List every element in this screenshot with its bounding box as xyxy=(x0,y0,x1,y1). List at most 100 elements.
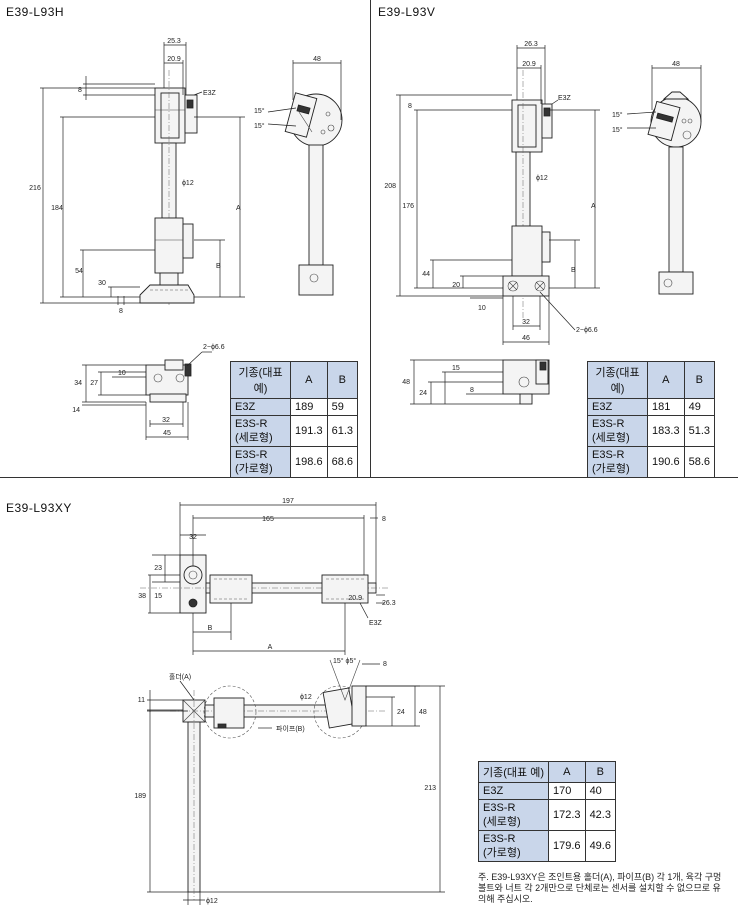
h-dim-20-9: 20.9 xyxy=(167,56,181,63)
table-v-b: 58.6 xyxy=(683,446,716,478)
h-dim-54: 54 xyxy=(75,268,83,275)
xy-dim-15: 15 xyxy=(154,593,162,600)
table-xy-header-model: 기종(대표 예) xyxy=(477,761,550,783)
panel-title-v: E39-L93V xyxy=(378,5,436,19)
xy-dim-165: 165 xyxy=(262,516,274,523)
v-side-angle-b: 15° xyxy=(612,126,623,134)
panel-title-h: E39-L93H xyxy=(6,5,65,19)
h-dim-b: B xyxy=(216,263,221,270)
table-xy-header-b: B xyxy=(584,761,617,783)
table-h-b: 68.6 xyxy=(326,446,359,478)
v-dim-46: 46 xyxy=(522,335,530,342)
h-dim-8-bottom: 8 xyxy=(119,308,123,315)
table-xy-model: E3Z xyxy=(477,782,550,800)
table-v-header-a: A xyxy=(647,361,685,399)
spec-table-h: 기종(대표 예) A B E3Z 189 59 E3S-R (세로형) 191.… xyxy=(229,361,359,478)
h-dim-184: 184 xyxy=(51,205,63,212)
h-plan-dim-32: 32 xyxy=(162,417,170,424)
v-plan-dim-24: 24 xyxy=(419,390,427,397)
table-xy-a: 170 xyxy=(548,782,586,800)
spec-table-v: 기종(대표 예) A B E3Z 181 49 E3S-R (세로형) 183.… xyxy=(586,361,716,478)
h-plan-dim-14: 14 xyxy=(72,407,80,414)
table-v-b: 49 xyxy=(683,398,716,416)
h-plan-dim-27: 27 xyxy=(90,380,98,387)
table-h-b: 59 xyxy=(326,398,359,416)
xy-dim-a: A xyxy=(268,644,273,651)
table-h-b: 61.3 xyxy=(326,415,359,447)
xy-label-holder: 홀더(A) xyxy=(169,672,191,681)
table-h-header-b: B xyxy=(326,361,359,399)
xy-dim-48: 48 xyxy=(419,709,427,716)
table-h-header-model: 기종(대표 예) xyxy=(229,361,292,399)
v-label-hole: 2−ϕ6.6 xyxy=(576,327,598,334)
table-row: E3S-R (가로형) 179.6 49.6 xyxy=(477,830,617,862)
h-side-view xyxy=(267,60,343,296)
panel-divider-vertical xyxy=(370,0,371,477)
xy-label-phi12-bottom: ϕ12 xyxy=(206,898,218,905)
v-front-view xyxy=(396,45,600,345)
xy-top-view xyxy=(140,502,390,655)
table-h-header-a: A xyxy=(290,361,328,399)
xy-dim-b: B xyxy=(208,625,213,632)
v-dim-b: B xyxy=(571,267,576,274)
table-v-a: 190.6 xyxy=(647,446,685,478)
h-side-dim-48: 48 xyxy=(313,56,321,63)
h-plan-hole: 2−ϕ6.6 xyxy=(203,344,225,351)
v-dim-8: 8 xyxy=(408,103,412,110)
xy-front-view xyxy=(147,659,445,905)
xy-dim-24: 24 xyxy=(397,709,405,716)
v-label-phi12: ϕ12 xyxy=(536,175,548,182)
v-dim-176: 176 xyxy=(402,203,414,210)
table-xy-b: 49.6 xyxy=(584,830,617,862)
xy-dim-197: 197 xyxy=(282,498,294,505)
table-h-a: 191.3 xyxy=(290,415,328,447)
table-v-a: 181 xyxy=(647,398,685,416)
h-side-angle-b: 15° xyxy=(254,122,265,130)
table-v-a: 183.3 xyxy=(647,415,685,447)
h-label-phi12: ϕ12 xyxy=(182,180,194,187)
v-plan-view xyxy=(410,359,550,405)
table-xy-model: E3S-R (가로형) xyxy=(477,830,550,862)
table-xy-header-a: A xyxy=(548,761,586,783)
table-row: E3S-R (세로형) 172.3 42.3 xyxy=(477,799,617,831)
xy-dim-189: 189 xyxy=(134,793,146,800)
xy-dim-213: 213 xyxy=(424,785,436,792)
v-dim-26-3: 26.3 xyxy=(524,41,538,48)
table-row: E3Z 181 49 xyxy=(586,398,716,416)
table-xy-b: 42.3 xyxy=(584,799,617,831)
spec-table-xy: 기종(대표 예) A B E3Z 170 40 E3S-R (세로형) 172.… xyxy=(477,761,617,862)
table-h-model: E3S-R (세로형) xyxy=(229,415,292,447)
table-v-model: E3Z xyxy=(586,398,649,416)
table-v-b: 51.3 xyxy=(683,415,716,447)
xy-dim-23: 23 xyxy=(154,565,162,572)
table-xy-model: E3S-R (세로형) xyxy=(477,799,550,831)
v-dim-44: 44 xyxy=(422,271,430,278)
v-side-view xyxy=(626,65,702,295)
v-dim-208: 208 xyxy=(384,183,396,190)
v-label-e3z: E3Z xyxy=(558,95,572,102)
h-front-view xyxy=(40,42,245,305)
table-row: E3Z 189 59 xyxy=(229,398,359,416)
v-plan-dim-15: 15 xyxy=(452,365,460,372)
h-side-angle-a: 15° xyxy=(254,107,265,115)
panel-divider-horizontal xyxy=(0,477,738,478)
v-dim-20-9: 20.9 xyxy=(522,61,536,68)
table-v-model: E3S-R (세로형) xyxy=(586,415,649,447)
v-dim-10: 10 xyxy=(478,305,486,312)
table-h-a: 198.6 xyxy=(290,446,328,478)
v-dim-a: A xyxy=(591,203,596,210)
table-h-model: E3S-R (가로형) xyxy=(229,446,292,478)
xy-dim-26-3: 26.3 xyxy=(382,600,396,607)
v-side-dim-48: 48 xyxy=(672,61,680,68)
v-plan-dim-8: 8 xyxy=(470,387,474,394)
xy-label-phi12: ϕ12 xyxy=(300,694,312,701)
table-row: E3S-R (세로형) 191.3 61.3 xyxy=(229,415,359,447)
xy-label-pipe: 파이프(B) xyxy=(276,724,305,733)
footnote: 주. E39-L93XY은 조인트용 홀더(A), 파이프(B) 각 1개, 육… xyxy=(478,872,722,904)
h-plan-dim-10: 10 xyxy=(118,370,126,377)
xy-dim-32: 32 xyxy=(189,534,197,541)
table-row: E3Z 170 40 xyxy=(477,782,617,800)
xy-dim-8: 8 xyxy=(382,516,386,523)
h-dim-a: A xyxy=(236,205,241,212)
